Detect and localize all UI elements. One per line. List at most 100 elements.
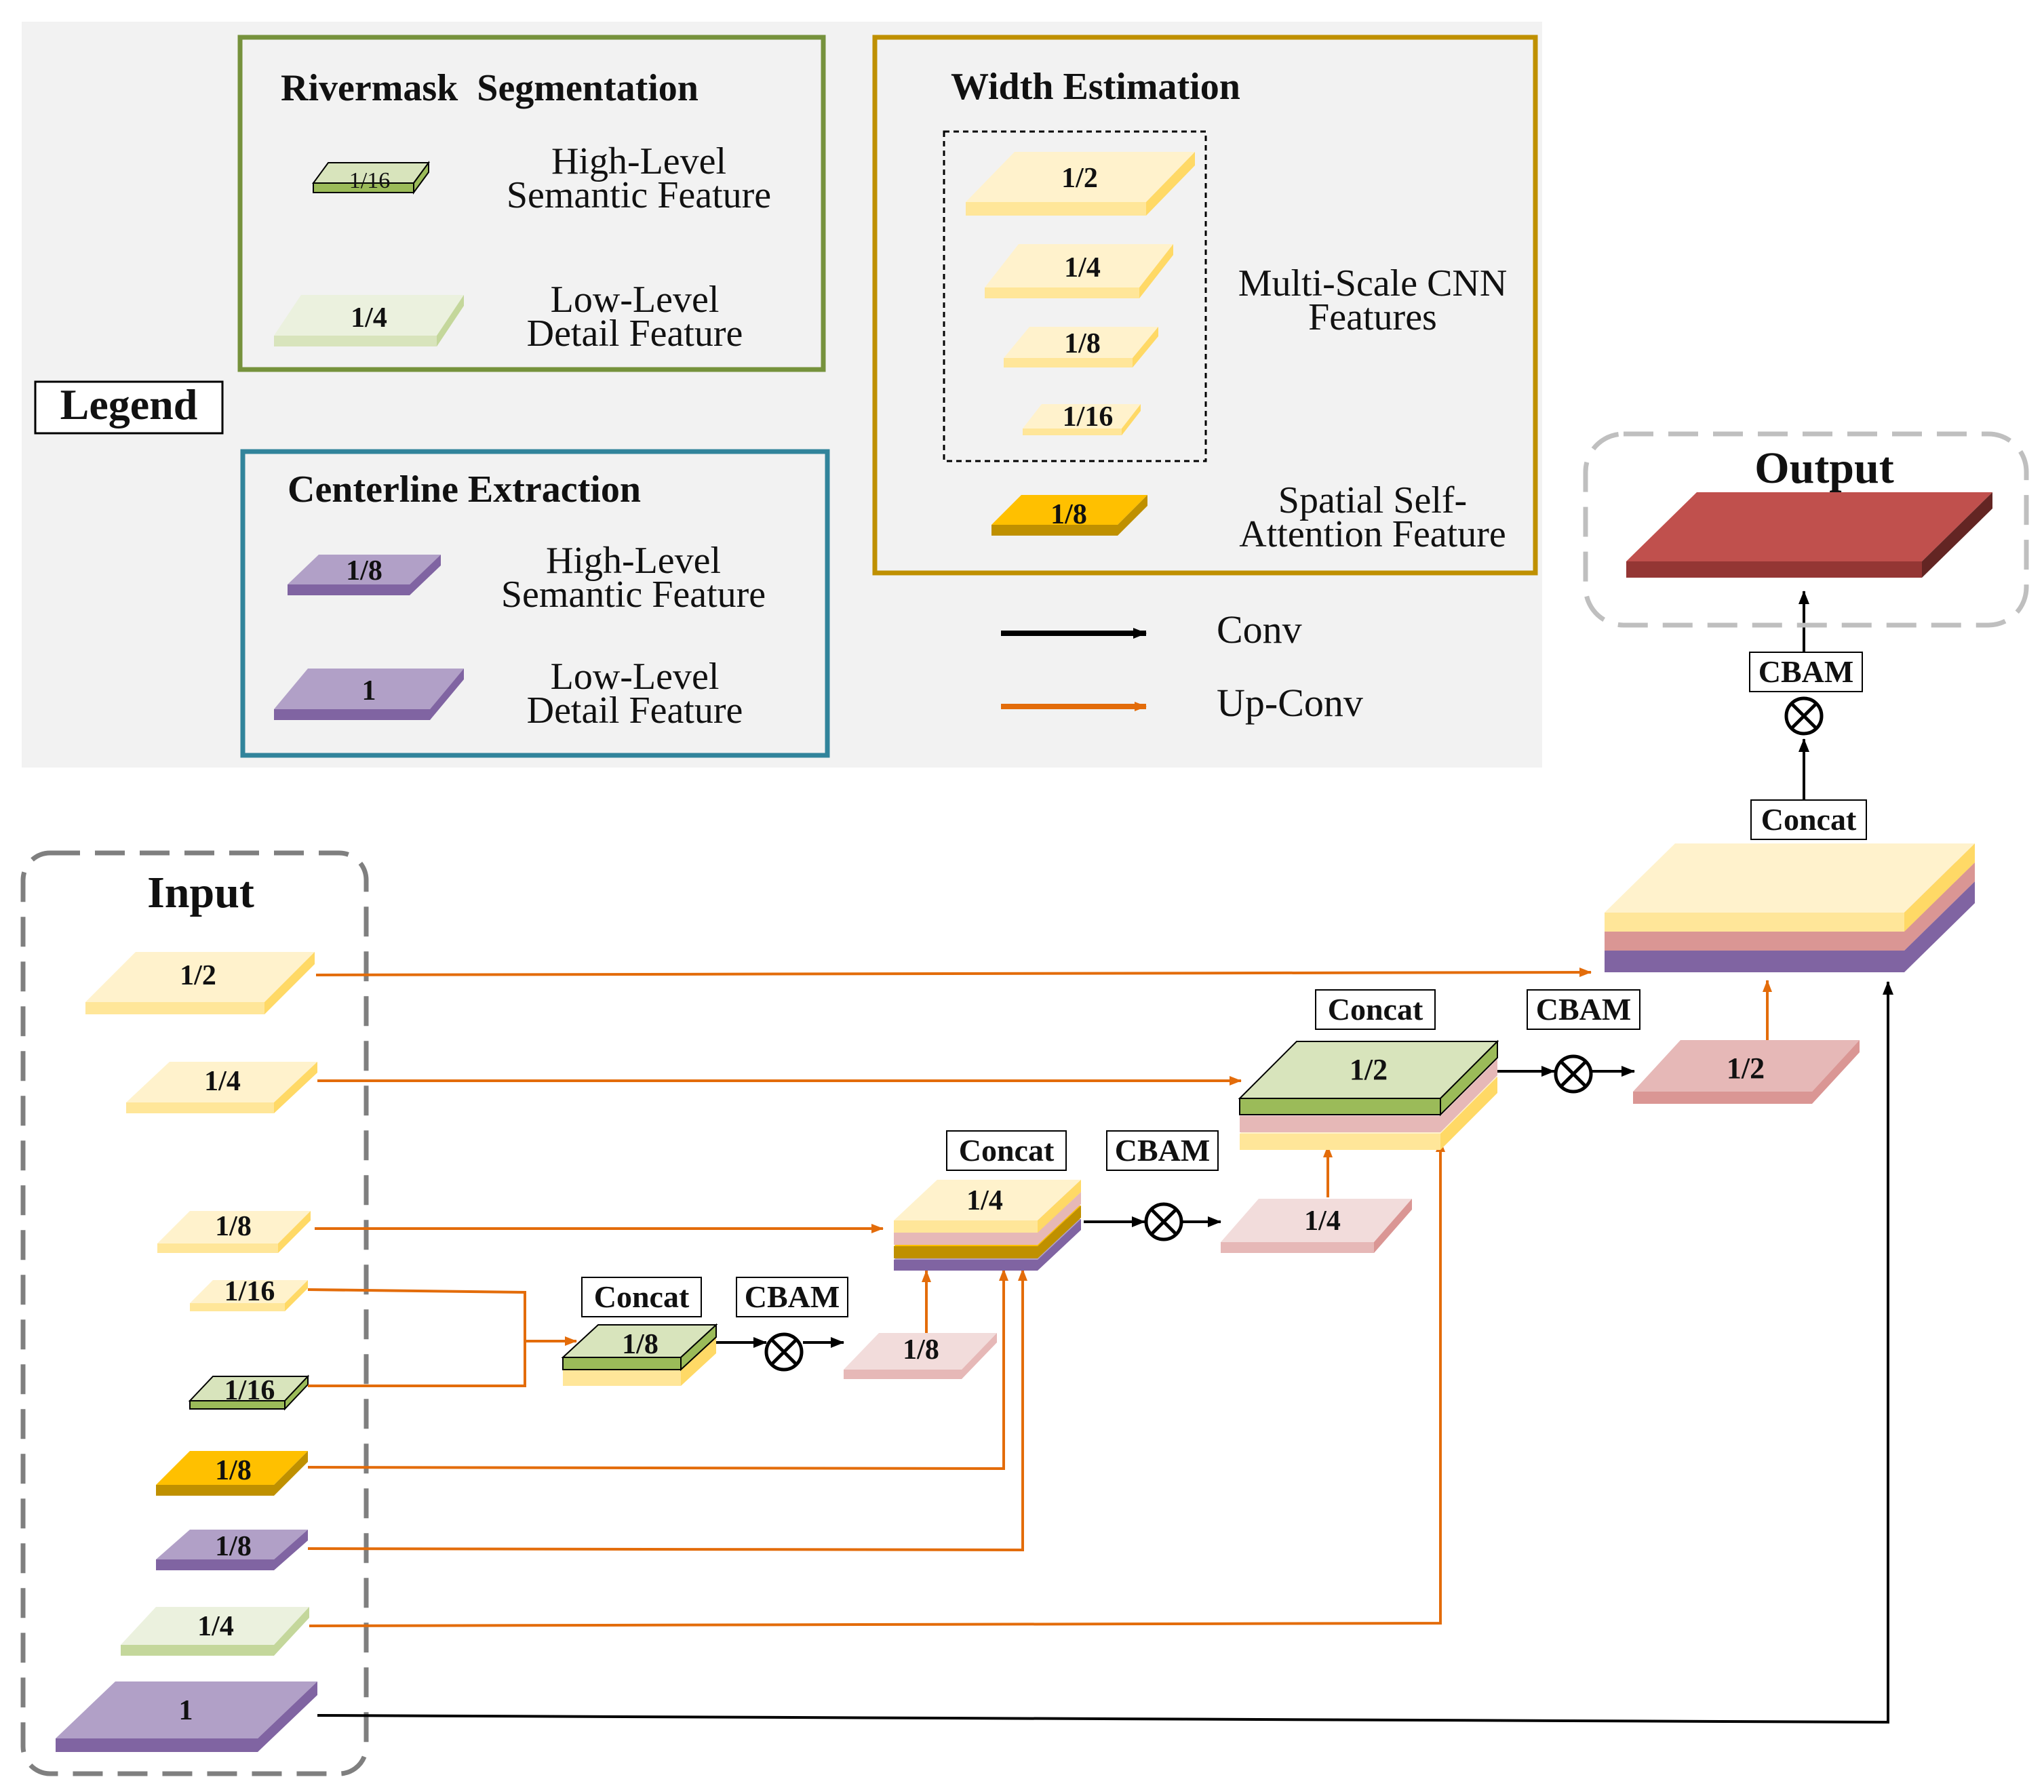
input-block-9: 1 — [56, 1681, 317, 1752]
final-concat-stack — [1605, 843, 1975, 972]
stage3-multiply-icon — [1554, 1054, 1593, 1094]
input-block-5: 1/16 — [188, 1374, 310, 1411]
stage3-concat-label-box — [1315, 989, 1436, 1030]
input-block-3: 1/8 — [157, 1211, 311, 1253]
centerline-legend-box — [240, 449, 830, 758]
stage2-output-block: 1/4 — [1221, 1199, 1412, 1253]
stage2-cbam-label: CBAM — [1115, 1133, 1211, 1168]
multiscale-dashed-box — [943, 130, 1207, 462]
input-block-7: 1/8 — [156, 1530, 308, 1570]
rivermask-legend-title: Rivermask Segmentation — [281, 67, 699, 109]
attention-label-1: Spatial Self- — [1278, 479, 1467, 521]
upconv-connections — [307, 968, 1772, 1627]
width-scale-3: 1/8 — [1064, 328, 1101, 359]
final-cbam-label: CBAM — [1758, 654, 1854, 689]
stage2-concat-label: Concat — [959, 1133, 1055, 1168]
width-scale-block-1-2: 1/2 — [966, 152, 1195, 216]
input-block-6: 1/8 — [156, 1451, 308, 1496]
upconv-input1-to-final-stack — [315, 968, 1592, 978]
upconv-input7-to-stage2-stack — [307, 1269, 1027, 1552]
stage1-concat-label: Concat — [594, 1279, 690, 1314]
multiscale-label-1: Multi-Scale CNN — [1238, 262, 1508, 304]
final-concat-label: Concat — [1761, 802, 1857, 837]
rivermask-low-scale: 1/4 — [351, 302, 387, 334]
rivermask-low-label-2: Detail Feature — [527, 313, 743, 355]
stage1-multiply-icon — [764, 1332, 804, 1372]
centerline-legend-title: Centerline Extraction — [288, 469, 641, 511]
attention-feature-block: 1/8 — [991, 495, 1147, 536]
width-legend-box — [872, 35, 1538, 576]
centerline-low-label-1: Low-Level — [551, 656, 720, 698]
legend-panel — [22, 22, 1542, 768]
centerline-high-label-1: High-Level — [546, 540, 721, 582]
stage2-cbam-label-box — [1106, 1130, 1219, 1171]
stage1-cbam-label-box — [736, 1277, 848, 1317]
stage1-out-scale: 1/8 — [903, 1334, 939, 1366]
upconv-input4-to-stage1-stack — [307, 1288, 577, 1346]
rivermask-low-level-block: 1/4 — [274, 295, 464, 346]
output-title: Output — [1754, 443, 1893, 493]
input-block-1: 1/2 — [85, 952, 315, 1014]
input-block-8: 1/4 — [121, 1607, 309, 1656]
width-scale-4: 1/16 — [1063, 401, 1114, 433]
centerline-low-label-2: Detail Feature — [527, 690, 743, 732]
width-legend-title: Width Estimation — [951, 66, 1240, 108]
rivermask-legend-box — [237, 35, 826, 372]
input-block-2: 1/4 — [126, 1062, 317, 1113]
input-block-7-label: 1/8 — [215, 1531, 252, 1562]
width-scale-1: 1/2 — [1061, 163, 1098, 194]
attention-scale: 1/8 — [1050, 499, 1087, 530]
stage1-cbam-label: CBAM — [745, 1279, 840, 1314]
stage1-output-block: 1/8 — [844, 1333, 997, 1379]
stage1-concat-label-box — [581, 1277, 702, 1317]
conv-legend-label: Conv — [1217, 608, 1302, 652]
centerline-high-label-2: Semantic Feature — [501, 574, 766, 616]
final-concat-label-box — [1750, 799, 1867, 840]
stage3-stack-scale: 1/2 — [1350, 1053, 1388, 1086]
conv-input9-to-final-stack — [317, 981, 1893, 1724]
legend-title: Legend — [60, 380, 198, 429]
upconv-input8-to-stage3-stack — [309, 1140, 1445, 1627]
upconv-input6-to-stage2-stack — [307, 1269, 1008, 1471]
width-scale-2: 1/4 — [1064, 252, 1101, 283]
stage3-cbam-label-box — [1527, 989, 1640, 1030]
stage2-concat-label-box — [946, 1130, 1067, 1171]
rivermask-high-level-block: 1/16 — [312, 160, 430, 195]
centerline-high-level-block: 1/8 — [288, 555, 441, 595]
input-title: Input — [147, 868, 254, 917]
width-scale-block-1-8: 1/8 — [1004, 327, 1158, 367]
input-block-9-label: 1 — [179, 1695, 193, 1726]
stage2-concat-stack: 1/4 — [894, 1180, 1081, 1271]
conv-connections — [317, 591, 1893, 1724]
attention-label-2: Attention Feature — [1239, 513, 1506, 555]
final-multiply-icon — [1784, 696, 1824, 736]
stage2-multiply-icon — [1144, 1202, 1183, 1241]
output-dashed-box — [1583, 431, 2029, 628]
rivermask-high-label-1: High-Level — [551, 140, 726, 182]
width-scale-block-1-16: 1/16 — [1023, 401, 1141, 435]
input-dashed-box — [20, 850, 369, 1776]
input-block-6-label: 1/8 — [215, 1455, 252, 1486]
stage2-stack-scale: 1/4 — [966, 1185, 1003, 1216]
input-block-4: 1/16 — [190, 1276, 308, 1311]
input-block-4-label: 1/16 — [224, 1276, 275, 1307]
input-block-3-label: 1/8 — [215, 1211, 252, 1242]
multiscale-label-2: Features — [1308, 296, 1437, 338]
legend-title-box — [34, 380, 224, 435]
input-block-8-label: 1/4 — [197, 1611, 234, 1642]
upconv-legend-label: Up-Conv — [1217, 681, 1363, 725]
final-cbam-label-box — [1749, 652, 1863, 692]
stage3-cbam-label: CBAM — [1536, 992, 1632, 1027]
width-scale-block-1-4: 1/4 — [985, 244, 1173, 298]
stage1-stack-scale: 1/8 — [622, 1329, 659, 1360]
centerline-low-scale: 1 — [362, 675, 376, 706]
stage3-concat-label: Concat — [1328, 992, 1423, 1027]
stage3-out-scale: 1/2 — [1727, 1052, 1765, 1085]
upconv-input5-to-stage1-stack — [308, 1341, 526, 1387]
rivermask-high-scale: 1/16 — [349, 168, 390, 193]
stage2-out-scale: 1/4 — [1304, 1206, 1341, 1237]
stage1-concat-stack: 1/8 — [561, 1323, 718, 1386]
rivermask-high-label-2: Semantic Feature — [507, 174, 771, 216]
input-block-2-label: 1/4 — [204, 1066, 241, 1097]
